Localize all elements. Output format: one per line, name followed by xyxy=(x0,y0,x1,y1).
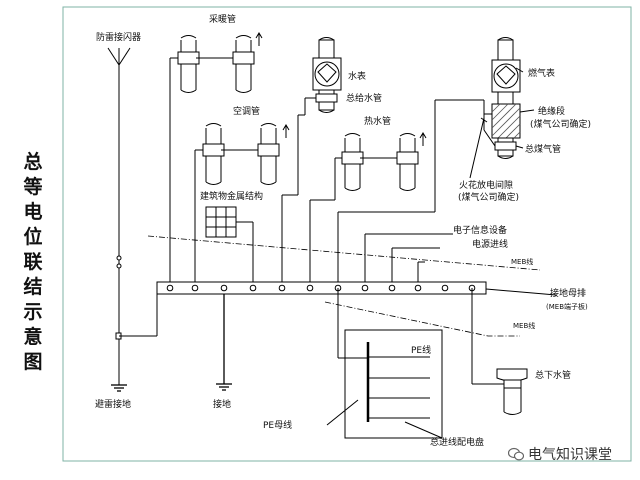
title-char: 示 xyxy=(23,301,43,323)
meb-line-label-1: MEB线 xyxy=(511,257,533,266)
grounding-busbar-label: 接地母排 xyxy=(550,287,586,299)
grounding-label: 接地 xyxy=(213,398,231,410)
main-distribution-board-label: 总进线配电盘 xyxy=(430,436,484,448)
electronic-power-connections xyxy=(364,233,453,282)
main-distribution-board xyxy=(326,288,443,439)
heating-pipe-label: 采暖管 xyxy=(209,13,236,25)
hot-water-pipe-label: 热水管 xyxy=(364,115,391,127)
pe-line-label: PE线 xyxy=(411,344,431,356)
ac-pipes xyxy=(194,123,290,282)
gas-meter-label: 燃气表 xyxy=(528,67,555,79)
ground-symbol-icon xyxy=(216,292,232,391)
hot-water-pipes xyxy=(309,132,427,282)
lightning-arrester-label: 防雷接闪器 xyxy=(96,31,141,43)
gas-company-confirm-label-2: (煤气公司确定) xyxy=(458,191,519,203)
ground-symbol-icon xyxy=(111,384,127,392)
main-drain-pipe xyxy=(471,288,528,415)
heating-pipes xyxy=(169,32,263,282)
insulation-section-label: 绝缘段 xyxy=(538,105,565,117)
lightning-rod-icon xyxy=(107,47,131,385)
building-metal-structure xyxy=(205,206,254,282)
meb-line-label-2: MEB线 xyxy=(513,321,535,330)
watermark-text: 电气知识课堂 xyxy=(528,447,612,463)
title-char: 总 xyxy=(23,151,43,173)
title-char: 等 xyxy=(23,176,43,198)
wechat-icon xyxy=(507,447,525,461)
spark-gap-label: 火花放电间隙 xyxy=(459,179,513,191)
grounding-busbar xyxy=(156,281,487,295)
title-char: 图 xyxy=(23,351,43,373)
power-incoming-line-label: 电源进线 xyxy=(472,238,508,250)
main-gas-pipe-label: 总煤气管 xyxy=(525,143,561,155)
main-water-pipe-label: 总给水管 xyxy=(346,92,382,104)
ac-pipe-label: 空调管 xyxy=(233,105,260,117)
title-char: 位 xyxy=(23,226,43,248)
watermark: 电气知识课堂 xyxy=(507,444,612,464)
water-meter-label: 水表 xyxy=(348,70,366,82)
building-metal-structure-label: 建筑物金属结构 xyxy=(200,190,263,202)
meb-line-lower xyxy=(324,301,520,337)
title-char: 意 xyxy=(23,326,43,348)
lightning-grounding-label: 避雷接地 xyxy=(95,398,131,410)
busbar-connections xyxy=(119,288,557,337)
gas-company-confirm-label-1: (煤气公司确定) xyxy=(530,118,591,130)
title-char: 电 xyxy=(23,201,43,223)
diagram-title: 总 等 电 位 联 结 示 意 图 xyxy=(18,150,48,375)
meb-terminal-board-label: (MEB端子板) xyxy=(546,302,588,311)
water-meter xyxy=(281,37,342,282)
meb-line-upper xyxy=(147,235,541,271)
title-char: 联 xyxy=(23,251,43,273)
title-char: 结 xyxy=(23,276,43,298)
electronic-info-equipment-label: 电子信息设备 xyxy=(453,224,507,236)
pe-busbar-label: PE母线 xyxy=(263,419,292,431)
main-drain-pipe-label: 总下水管 xyxy=(535,369,571,381)
diagram-frame xyxy=(62,6,632,462)
gas-meter xyxy=(337,37,535,282)
